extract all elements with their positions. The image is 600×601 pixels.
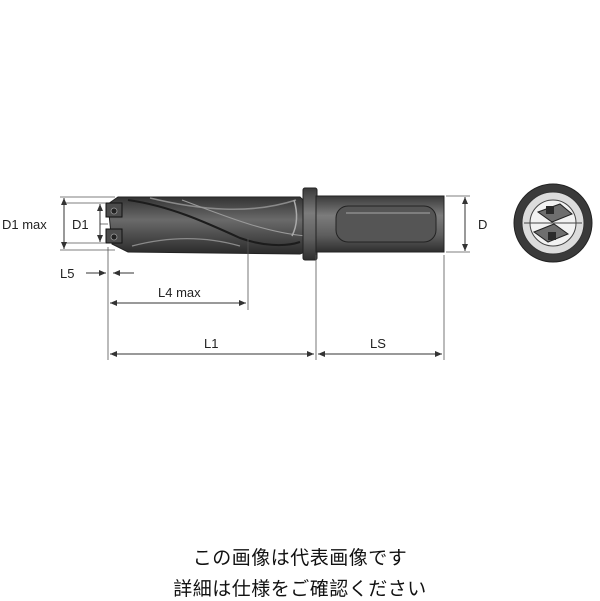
caption-check-specs: 詳細は仕様をご確認ください [173, 578, 427, 600]
end-view-insert-1 [546, 206, 554, 214]
flute-line-1 [127, 199, 301, 247]
label-d1-max: D1 max [2, 217, 47, 232]
flange [302, 187, 318, 261]
extension-lines [60, 195, 470, 360]
label-ls: LS [370, 336, 386, 351]
dimension-lines [61, 197, 468, 357]
label-l4-max: L4 max [158, 285, 201, 300]
label-l1: L1 [204, 336, 218, 351]
flute-line-4 [181, 199, 307, 237]
label-d1: D1 [72, 217, 89, 232]
insert-tips [105, 202, 123, 244]
label-d: D [478, 217, 487, 232]
caption-representative-image: この画像は代表画像です [192, 547, 408, 569]
insert-screw-upper [110, 207, 118, 215]
flute-line-3 [131, 237, 241, 247]
end-view-insert-2 [548, 232, 556, 240]
flute-line-2 [149, 197, 297, 211]
shank-flat [335, 205, 437, 243]
shoulder-taper [291, 199, 298, 237]
insert-screw-lower [110, 233, 118, 241]
drill-side-view [105, 187, 445, 261]
label-l5: L5 [60, 266, 74, 281]
drill-end-view [513, 183, 593, 263]
